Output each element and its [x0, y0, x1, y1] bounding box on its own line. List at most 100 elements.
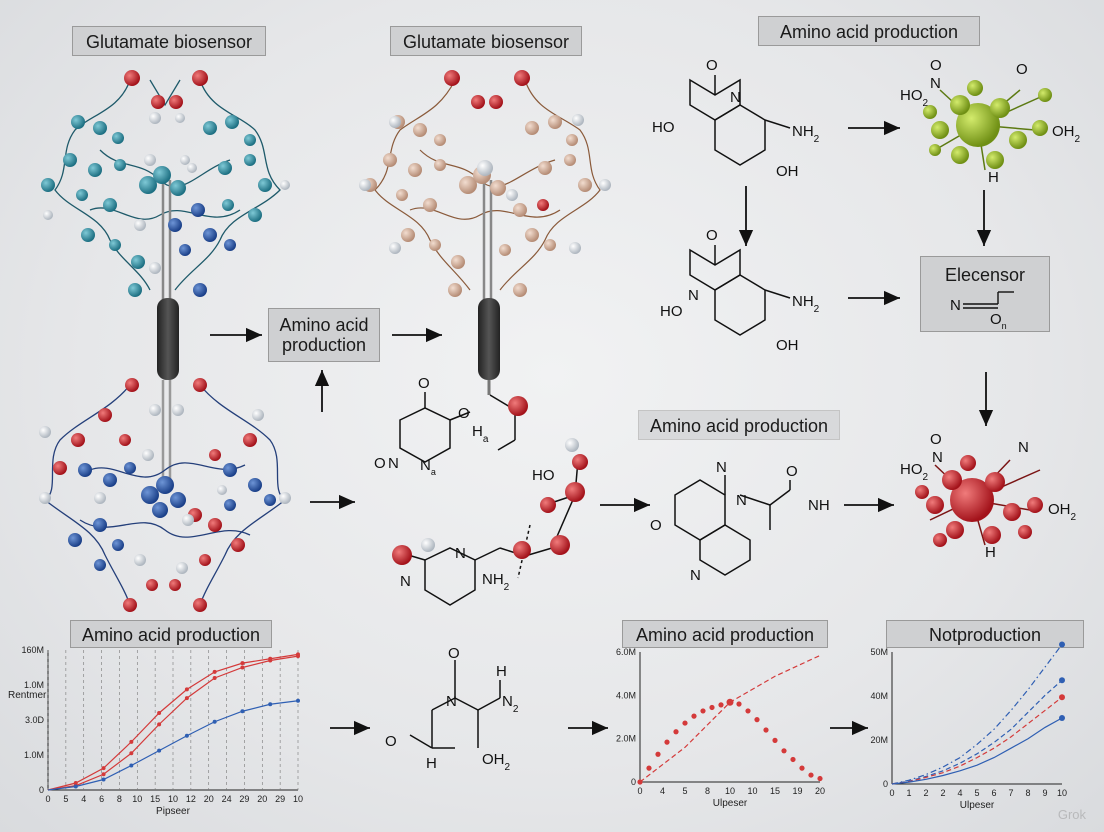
data-point [157, 722, 161, 726]
middle-protein [359, 70, 611, 395]
bot-oh: OH2 [482, 751, 511, 773]
data-point [718, 702, 723, 707]
y-tick-label: 160M [21, 645, 44, 655]
y-tick-label: 1.0M [24, 750, 44, 760]
chem1-nh2: NH2 [792, 123, 820, 145]
y-tick-label: 50M [870, 647, 888, 657]
data-point [664, 740, 669, 745]
y-tick-label: 2.0M [616, 734, 636, 744]
data-point [213, 670, 217, 674]
chem2-o: O [706, 227, 718, 244]
data-point [296, 699, 300, 703]
x-tick-label: 10 [747, 786, 757, 796]
left-protein-top [41, 70, 290, 300]
x-tick-label: 20 [204, 794, 214, 804]
chem-right-middle: O N N NH O N [650, 459, 830, 584]
data-point [240, 666, 244, 670]
series-line [892, 644, 1062, 784]
x-tick-label: 6 [99, 794, 104, 804]
bot-h: H [496, 663, 507, 680]
peak-point [727, 699, 734, 706]
y-tick-label: 1.0M [24, 680, 44, 690]
y-tick-label: 20M [870, 735, 888, 745]
bot-o2: O [385, 733, 397, 750]
right-n2: N [736, 492, 747, 509]
data-point [817, 776, 822, 781]
x-tick-label: 9 [1042, 788, 1047, 798]
right-n3: N [690, 567, 701, 584]
chem1-n: N [730, 89, 741, 106]
x-tick-label: 8 [1025, 788, 1030, 798]
x-tick-label: 5 [682, 786, 687, 796]
elec-n: N [950, 297, 961, 314]
chem2-oh: OH [776, 337, 799, 354]
x-axis-label: Ulpeser [960, 800, 995, 811]
data-point [268, 702, 272, 706]
x-axis-label: Ulpeser [713, 798, 748, 809]
x-tick-label: 2 [940, 788, 945, 798]
data-point [808, 772, 813, 777]
data-point [129, 740, 133, 744]
y-tick-label: 0 [883, 779, 888, 789]
x-tick-label: 5 [63, 794, 68, 804]
data-point [129, 751, 133, 755]
x-tick-label: 15 [150, 794, 160, 804]
data-point [157, 711, 161, 715]
pyr-ha: Ha [472, 423, 489, 445]
y-axis-label: Rentmer [8, 690, 47, 701]
y-tick-label: 4.0M [616, 690, 636, 700]
red-n2: N [1018, 439, 1029, 456]
mid-n2: N [400, 573, 411, 590]
data-point [102, 766, 106, 770]
chem1-ho: HO [652, 119, 675, 136]
pyr-o2: O [374, 455, 386, 472]
series-line [640, 655, 820, 782]
red-molecule: HO2 O N N OH2 H [900, 431, 1077, 561]
y-tick-label: 40M [870, 691, 888, 701]
x-tick-label: 29 [275, 794, 285, 804]
data-point [240, 709, 244, 713]
green-oh2: OH2 [1052, 123, 1081, 145]
green-n: N [930, 75, 941, 92]
data-point [709, 705, 714, 710]
red-oh2: OH2 [1048, 501, 1077, 523]
x-axis-label: Pipseer [156, 806, 191, 817]
x-tick-label: 2 [923, 788, 928, 798]
data-point [185, 687, 189, 691]
data-point [646, 766, 651, 771]
red-h: H [985, 544, 996, 561]
chem-bottom-center: O N H N2 O H OH2 [385, 645, 519, 773]
data-point [790, 757, 795, 762]
mid-ho: HO [532, 467, 555, 484]
red-ho: HO2 [900, 461, 929, 483]
data-point [745, 708, 750, 713]
chem1-oh: OH [776, 163, 799, 180]
x-tick-label: 7 [1008, 788, 1013, 798]
x-tick-label: 4 [957, 788, 962, 798]
data-point [655, 752, 660, 757]
bot-o: O [448, 645, 460, 662]
x-tick-label: 15 [770, 786, 780, 796]
red-n: N [932, 449, 943, 466]
x-tick-label: 19 [792, 786, 802, 796]
data-point [1059, 694, 1065, 700]
y-tick-label: 0 [631, 777, 636, 787]
mid-nh: NH2 [482, 571, 510, 593]
x-tick-label: 10 [725, 786, 735, 796]
x-tick-label: 24 [222, 794, 232, 804]
x-tick-label: 0 [889, 788, 894, 798]
data-point [74, 785, 78, 789]
red-o: O [930, 431, 942, 448]
data-point [185, 734, 189, 738]
right-nh: NH [808, 497, 830, 514]
data-point [682, 720, 687, 725]
data-point [1059, 715, 1065, 721]
y-tick-label: 0 [39, 785, 44, 795]
x-tick-label: 5 [974, 788, 979, 798]
data-point [673, 729, 678, 734]
green-h: H [988, 169, 999, 186]
x-tick-label: 4 [660, 786, 665, 796]
right-o: O [650, 517, 662, 534]
x-tick-label: 10 [168, 794, 178, 804]
